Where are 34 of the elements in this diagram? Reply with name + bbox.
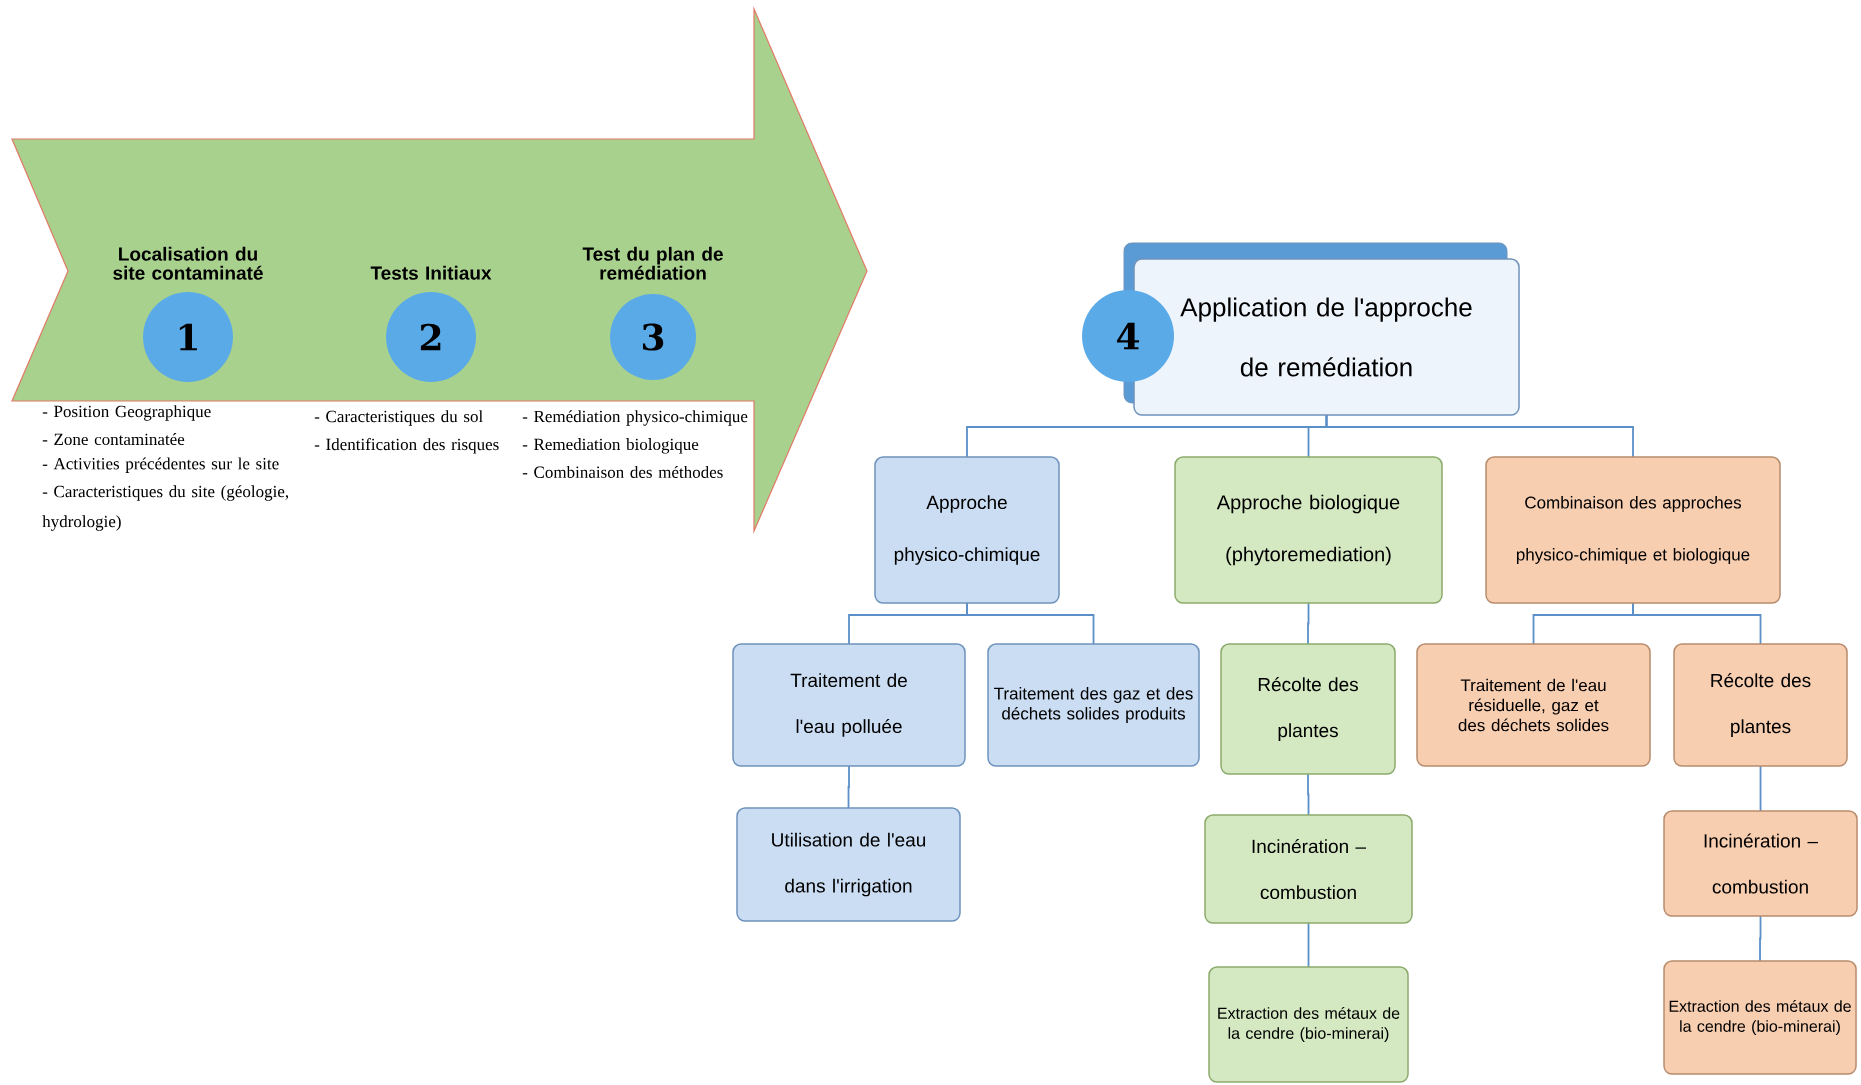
- process-box: Traitement des gaz et des déchets solides produits: [987, 643, 1200, 767]
- bullet-text: - Caracteristiques du sol: [314, 410, 483, 426]
- connector-line: [1632, 602, 1762, 645]
- connector-line: [1759, 765, 1762, 812]
- bullet-text: - Combinaison des méthodes: [522, 465, 723, 478]
- connector-line: [1759, 915, 1762, 962]
- step-heading: Localisation du site contaminaté: [113, 246, 263, 280]
- connector-line: [1307, 773, 1310, 816]
- process-box: Extraction des métaux de la cendre (bio-minerai): [1663, 960, 1857, 1075]
- connector-line: [1307, 922, 1310, 968]
- connector-line: [1307, 602, 1310, 645]
- process-box: Incinération – combustion: [1663, 810, 1858, 917]
- process-box: Combinaison des approches physico-chimique et biologique: [1485, 456, 1781, 604]
- bullet-text: - Activities précédentes sur le site: [42, 457, 279, 473]
- process-box: Récolte des plantes: [1220, 643, 1396, 775]
- connector-line: [966, 602, 1095, 645]
- bullet-text: - Identification des risques: [314, 438, 499, 454]
- process-box: Extraction des métaux de la cendre (bio-minerai): [1208, 966, 1409, 1083]
- connector-line: [847, 765, 850, 809]
- bullet-text: - Remédiation physico-chimique: [522, 410, 748, 426]
- connector-line: [1325, 414, 1634, 458]
- bullet-text: - Caracteristiques du site (géologie, hydrologie): [42, 485, 289, 531]
- process-box: Traitement de l'eau résiduelle, gaz et des déchets solides: [1416, 643, 1651, 767]
- step-heading: Test du plan de remédiation: [582, 246, 723, 280]
- bullet-text: - Remediation biologique: [522, 438, 699, 454]
- process-box: Approche physico-chimique: [874, 456, 1060, 604]
- process-box: Récolte des plantes: [1673, 643, 1848, 767]
- bullet-text: - Position Geographique: [42, 405, 211, 421]
- process-box: Incinération – combustion: [1204, 814, 1413, 924]
- process-box: Utilisation de l'eau dans l'irrigation: [736, 807, 961, 922]
- bullet-text: - Zone contaminatée: [42, 433, 185, 446]
- process-box: Traitement de l'eau polluée: [732, 643, 966, 767]
- process-box: Approche biologique (phytoremediation): [1174, 456, 1443, 604]
- step-heading: Tests Initiaux: [370, 265, 492, 280]
